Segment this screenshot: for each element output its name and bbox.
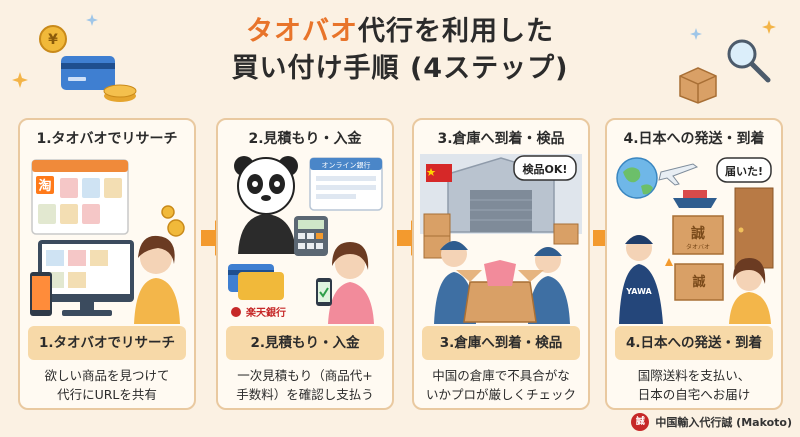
inspection-bubble: 検品OK! [523, 162, 568, 176]
page-title: タオバオ代行を利用した 買い付け手順 (4ステップ) [0, 14, 800, 88]
title-line-1-rest: 代行を利用した [358, 16, 554, 47]
brand-logo-icon: 誠 [631, 413, 650, 431]
courier-label: YAWA [625, 287, 652, 296]
step-band: 1.タオバオでリサーチ [28, 326, 186, 360]
step-description: 一次見積もり（商品代+ 手数料）を確認し支払う [218, 366, 392, 404]
package-icon [679, 67, 717, 104]
step-band: 2.見積もり・入金 [226, 326, 384, 360]
step-heading: 4.日本への発送・到着 [623, 131, 765, 147]
box-label: タオバオ [686, 243, 710, 251]
sparkle-icon [762, 20, 776, 34]
step-card-3: 3.倉庫へ到着・検品 検品OK! 3.倉庫へ到着・検品 中国の倉庫で不具合がな [412, 118, 590, 410]
sparkle-icon [690, 28, 702, 40]
step-card-1: 1.タオバオでリサーチ 淘 1.タオバオでリサーチ 欲しい商品 [18, 118, 196, 410]
title-line-1: タオバオ代行を利用した [0, 14, 800, 50]
step-heading: 3.倉庫へ到着・検品 [437, 131, 565, 147]
footer-brand: 誠 中国輸入代行誠 (Makoto) [631, 413, 792, 431]
step-description: 中国の倉庫で不具合がな いかプロが厳しくチェック [414, 366, 588, 404]
shipping-delivery-illustration: 届いた! 誠 タオバオ 誠 YAWA [616, 157, 774, 324]
svg-text:¥: ¥ [48, 32, 58, 48]
credit-card-icon [61, 56, 115, 90]
magnifier-icon [727, 39, 771, 83]
step-description-line-2: いかプロが厳しくチェック [425, 387, 576, 402]
sparkle-icon [12, 72, 28, 88]
yen-coin-icon: ¥ [39, 25, 67, 53]
sparkle-icon [86, 14, 98, 26]
step-card-2: 2.見積もり・入金 オンライン銀行 楽天銀行 [216, 118, 394, 410]
step-description-line-1: 国際送料を支払い、 [637, 368, 751, 383]
taobao-logo: 淘 [38, 178, 51, 194]
step-description-line-1: 一次見積もり（商品代+ [237, 368, 373, 383]
rakuten-bank-label: 楽天銀行 [245, 306, 286, 319]
step-description-line-2: 代行にURLを共有 [57, 387, 157, 402]
step-card-4: 4.日本への発送・到着 届いた! 誠 タオバオ 誠 YAWA 4.日本への発送・… [605, 118, 783, 410]
step-description: 国際送料を支払い、 日本の自宅へお届け [607, 366, 781, 404]
step-description-line-2: 日本の自宅へお届け [637, 387, 751, 402]
step-heading: 2.見積もり・入金 [248, 131, 362, 147]
research-illustration: 淘 [30, 159, 185, 324]
step-description-line-1: 中国の倉庫で不具合がな [432, 368, 570, 383]
warehouse-inspection-illustration: 検品OK! [420, 154, 582, 324]
estimate-payment-illustration: オンライン銀行 楽天銀行 [228, 156, 383, 324]
svg-text:誠: 誠 [692, 274, 705, 290]
step-description-line-1: 欲しい商品を見つけて [44, 368, 170, 383]
title-line-2: 買い付け手順 (4ステップ) [231, 53, 569, 84]
step-heading: 1.タオバオでリサーチ [36, 131, 178, 147]
step-description-line-2: 手数料）を確認し支払う [236, 387, 374, 402]
online-bank-label: オンライン銀行 [322, 161, 371, 170]
step-band: 3.倉庫へ到着・検品 [422, 326, 580, 360]
footer-brand-text: 中国輸入代行誠 (Makoto) [655, 416, 792, 429]
arrived-bubble: 届いた! [725, 165, 763, 178]
step-description: 欲しい商品を見つけて 代行にURLを共有 [20, 366, 194, 404]
title-accent: タオバオ [246, 16, 358, 47]
box-logo: 誠 [691, 225, 705, 242]
coins-icon [103, 84, 137, 102]
step-band: 4.日本への発送・到着 [615, 326, 773, 360]
